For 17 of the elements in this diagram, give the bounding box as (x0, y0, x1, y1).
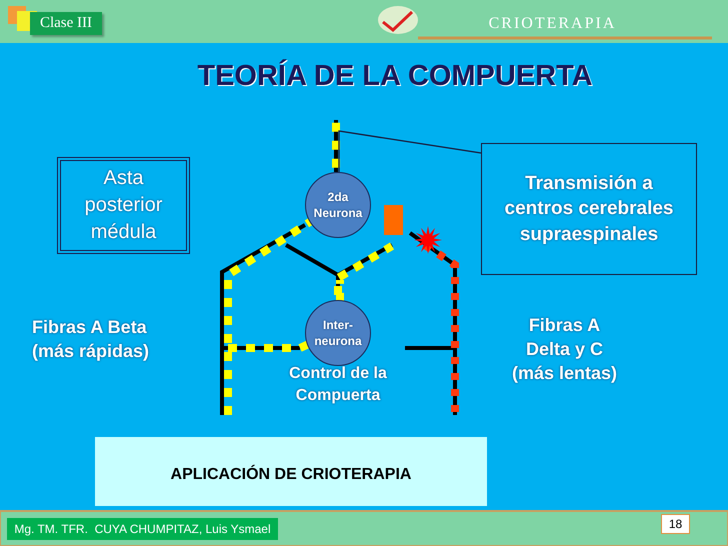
page-number: 18 (661, 514, 690, 534)
gate-label: Control de la Compuerta (288, 364, 388, 406)
fiber-label: Fibras A Delta y C (más lentas) (510, 314, 618, 386)
neuron-label: Inter-neurona (313, 316, 363, 350)
banner-box (95, 437, 487, 506)
fiber-label: Fibras A Beta (más rápidas) (32, 316, 150, 363)
slide-title: TEORÍA DE LA COMPUERTA (196, 60, 594, 93)
section-tag: Clase III (30, 12, 102, 35)
leader-line (338, 130, 482, 172)
label-box (57, 157, 190, 254)
label-box (481, 143, 697, 275)
box-label: Transmisión a centros cerebrales supraespinales (504, 172, 674, 247)
banner-label: APLICACIÓN DE CRIOTERAPIA (170, 464, 412, 485)
box-label: Asta posterior médula (84, 166, 164, 245)
neuron-label: 2da Neurona (312, 188, 364, 222)
author-label: Mg. TM. TFR. CUYA CHUMPITAZ, Luis Ysmael (7, 518, 278, 540)
header-label: CRIOTERAPIA (488, 14, 618, 34)
